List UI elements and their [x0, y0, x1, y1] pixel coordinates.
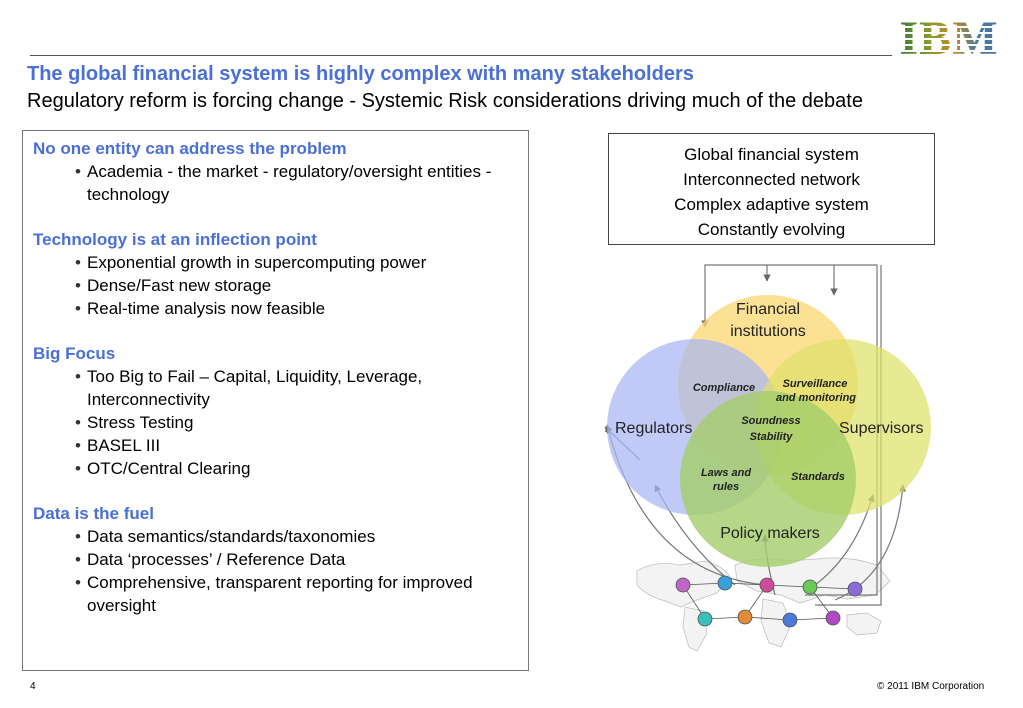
section-heading: No one entity can address the problem — [33, 139, 347, 158]
system-line: Global financial system — [684, 145, 859, 164]
system-description-box: Global financial system Interconnected n… — [608, 133, 935, 245]
system-line: Interconnected network — [683, 170, 860, 189]
financial-institutions-label: institutions — [730, 323, 806, 340]
bullet-item: Real-time analysis now feasible — [75, 297, 495, 320]
section-heading: Technology is at an inflection point — [33, 230, 317, 249]
overlap-laws-label: Laws and — [701, 467, 751, 479]
venn-circle-policy-makers — [680, 391, 856, 567]
regulators-label: Regulators — [615, 420, 692, 437]
section-no-one-entity: No one entity can address the problem Ac… — [33, 137, 528, 206]
ibm-logo: IBM — [895, 12, 1003, 60]
system-line: Complex adaptive system — [674, 195, 869, 214]
system-line: Constantly evolving — [697, 220, 846, 239]
overlap-laws-label: rules — [713, 481, 739, 493]
content-box: No one entity can address the problem Ac… — [22, 130, 529, 671]
policy-makers-label: Policy makers — [720, 525, 820, 542]
overlap-center-label: Stability — [750, 431, 794, 443]
bullet-item: Too Big to Fail – Capital, Liquidity, Le… — [75, 365, 495, 411]
overlap-standards-label: Standards — [791, 471, 845, 483]
financial-institutions-label: Financial — [736, 301, 800, 318]
overlap-surveillance-label: Surveillance — [783, 378, 848, 390]
bullet-item: Exponential growth in supercomputing pow… — [75, 251, 495, 274]
stakeholder-venn-diagram: Financial institutions Regulators Superv… — [604, 264, 931, 652]
bullet-item: OTC/Central Clearing — [75, 457, 495, 480]
bullet-list: Data semantics/standards/taxonomies Data… — [75, 525, 495, 617]
bullet-list: Too Big to Fail – Capital, Liquidity, Le… — [75, 365, 495, 480]
overlap-compliance-label: Compliance — [693, 382, 755, 394]
section-data-fuel: Data is the fuel Data semantics/standard… — [33, 502, 528, 617]
section-heading: Big Focus — [33, 344, 116, 363]
ibm-logo-text: IBM — [900, 12, 999, 60]
section-big-focus: Big Focus Too Big to Fail – Capital, Liq… — [33, 342, 528, 480]
bullet-list: Academia - the market - regulatory/overs… — [75, 160, 495, 206]
supervisors-label: Supervisors — [839, 420, 923, 437]
header-rule — [30, 55, 892, 56]
section-technology: Technology is at an inflection point Exp… — [33, 228, 528, 320]
bullet-item: Data ‘processes’ / Reference Data — [75, 548, 495, 571]
bullet-item: Stress Testing — [75, 411, 495, 434]
bullet-item: BASEL III — [75, 434, 495, 457]
overlap-surveillance-label: and monitoring — [776, 392, 856, 404]
bullet-item: Dense/Fast new storage — [75, 274, 495, 297]
network-nodes — [675, 575, 863, 628]
bullet-item: Comprehensive, transparent reporting for… — [75, 571, 495, 617]
bullet-item: Data semantics/standards/taxonomies — [75, 525, 495, 548]
section-heading: Data is the fuel — [33, 504, 154, 523]
overlap-center-label: Soundness — [741, 415, 800, 427]
page-subtitle: Regulatory reform is forcing change - Sy… — [27, 90, 863, 112]
page-title: The global financial system is highly co… — [27, 63, 694, 85]
copyright: © 2011 IBM Corporation — [877, 681, 985, 692]
page-number: 4 — [30, 681, 36, 692]
bullet-list: Exponential growth in supercomputing pow… — [75, 251, 495, 320]
bullet-item: Academia - the market - regulatory/overs… — [75, 160, 495, 206]
